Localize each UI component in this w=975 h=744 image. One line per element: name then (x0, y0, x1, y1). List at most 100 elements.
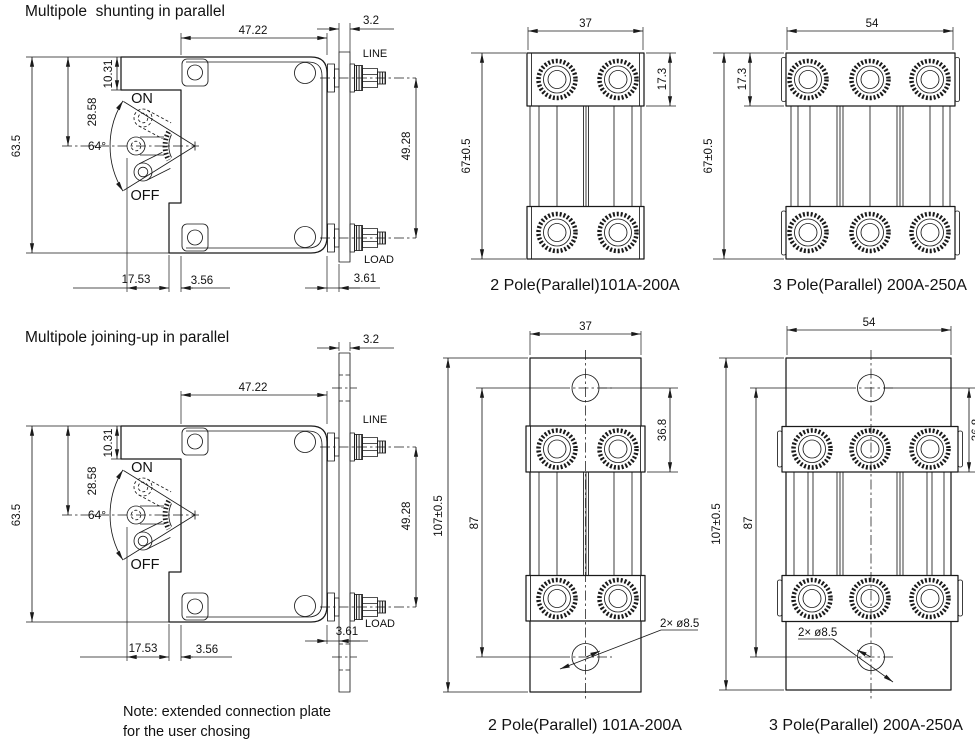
side-tab (957, 430, 963, 468)
dim-plate-thickness: 3.2 (363, 334, 379, 346)
terminal (597, 428, 639, 470)
load-label: LOAD (364, 254, 394, 266)
terminal (536, 428, 578, 470)
terminal (909, 212, 951, 254)
terminal (597, 59, 639, 101)
side-tab (777, 579, 783, 617)
toggle-angle: 64° (88, 139, 106, 153)
front-view-2pole-top: 37 67±0.5 17.3 2 Pole(Parallel)101A-200A (461, 18, 680, 294)
terminal (536, 578, 578, 620)
terminal (909, 428, 951, 470)
terminal (849, 578, 891, 620)
section-title: Multipole shunting in parallel (25, 3, 225, 20)
drawing-note: Note: extended connection plate for the … (123, 704, 331, 740)
pole-housings (529, 472, 642, 576)
dim-terminal-row: 17.3 (737, 68, 749, 90)
extension-lines (471, 27, 676, 260)
extended-connection-plate (338, 352, 351, 693)
dim-plate-gap: 3.61 (336, 626, 358, 638)
dim-width: 37 (579, 18, 592, 30)
side-view-shunting: Multipole shunting in parallel 47.22 3.2… (11, 3, 416, 292)
terminal (849, 59, 891, 101)
side-tab (781, 57, 787, 102)
line-label: LINE (363, 414, 387, 426)
dim-body-height: 63.5 (11, 504, 23, 526)
note-line-1: Note: extended connection plate (123, 704, 331, 720)
dim-hole-to-block-clipped: 36.8 (971, 419, 975, 441)
pole-housings (785, 472, 952, 576)
section-title: Multipole joining-up in parallel (25, 329, 229, 346)
off-label: OFF (131, 188, 160, 204)
load-terminal-stud (349, 223, 386, 253)
extension-lines (443, 331, 678, 693)
dim-hole-pitch: 87 (469, 517, 481, 530)
block-edges (530, 426, 641, 621)
line-label: LINE (363, 48, 387, 60)
terminal (791, 428, 833, 470)
extension-lines (719, 326, 975, 691)
dim-width: 54 (866, 18, 879, 30)
dim-width: 54 (863, 317, 876, 329)
front-view-2pole-bottom: 37 107±0.5 87 36.8 2× ø8.5 2 Pole(Parall… (433, 321, 699, 734)
hole-centrelines (332, 387, 357, 658)
hole-callout: 2× ø8.5 (660, 618, 699, 630)
view-caption: 3 Pole(Parallel) 200A-250A (769, 717, 963, 734)
terminal (849, 428, 891, 470)
view-caption: 2 Pole(Parallel) 101A-200A (488, 717, 682, 734)
terminal (536, 212, 578, 254)
dim-plate-gap: 3.61 (354, 273, 376, 285)
dim-height: 107±0.5 (711, 503, 723, 545)
dim-toggle-tip: 17.53 (122, 274, 151, 286)
terminal (791, 578, 833, 620)
dim-height: 107±0.5 (433, 495, 445, 537)
side-tab (957, 579, 963, 617)
dim-body-width: 47.22 (239, 382, 268, 394)
block-edges (531, 53, 640, 259)
dim-top-to-toggle: 28.58 (87, 467, 99, 496)
dim-body-width: 47.22 (239, 25, 268, 37)
dim-tab-height: 10.31 (103, 429, 115, 458)
terminal (597, 212, 639, 254)
dim-height: 67±0.5 (461, 138, 473, 173)
dim-terminal-pitch: 49.28 (401, 502, 413, 531)
side-tab (954, 210, 960, 256)
side-tab (954, 57, 960, 102)
dim-terminal-row: 17.3 (657, 68, 669, 90)
dim-toggle-base: 3.56 (191, 275, 213, 287)
side-tab (777, 430, 783, 468)
side-tab (781, 210, 787, 256)
pole-housings (790, 106, 951, 207)
dim-hole-pitch: 87 (743, 517, 755, 530)
terminal (909, 578, 951, 620)
dim-width: 37 (579, 321, 592, 333)
dim-height: 67±0.5 (703, 138, 715, 173)
front-view-3pole-top: 54 67±0.5 17.3 3 Pole(Parallel) 200A-250… (703, 18, 967, 294)
note-line-2: for the user chosing (123, 724, 250, 740)
dim-toggle-base: 3.56 (196, 644, 218, 656)
dim-hole-to-block: 36.8 (657, 419, 669, 441)
load-terminal-stud (349, 592, 386, 622)
dimension-lines (29, 345, 419, 660)
terminal (849, 212, 891, 254)
toggle-angle: 64° (88, 508, 106, 522)
line-terminal-stud (349, 63, 386, 93)
dim-body-height: 63.5 (11, 135, 23, 157)
terminal (909, 59, 951, 101)
extension-lines (26, 23, 351, 292)
on-label: ON (131, 460, 153, 476)
view-caption: 2 Pole(Parallel)101A-200A (490, 277, 680, 294)
view-caption: 3 Pole(Parallel) 200A-250A (773, 277, 967, 294)
dim-terminal-pitch: 49.28 (401, 132, 413, 161)
hole-callout: 2× ø8.5 (798, 627, 837, 639)
on-label: ON (131, 91, 153, 107)
dim-toggle-tip: 17.53 (129, 643, 158, 655)
front-view-3pole-bottom: 54 107±0.5 87 36.8 2× ø8.5 3 Pole(Parall… (711, 317, 975, 734)
extended-plate (785, 357, 952, 691)
off-label: OFF (131, 557, 160, 573)
dim-tab-height: 10.31 (103, 60, 115, 89)
load-label: LOAD (365, 618, 395, 630)
dim-plate-thickness: 3.2 (363, 15, 379, 27)
dimension-lines (29, 26, 419, 291)
side-view-joining: Multipole joining-up in parallel 47.22 3… (11, 329, 419, 693)
